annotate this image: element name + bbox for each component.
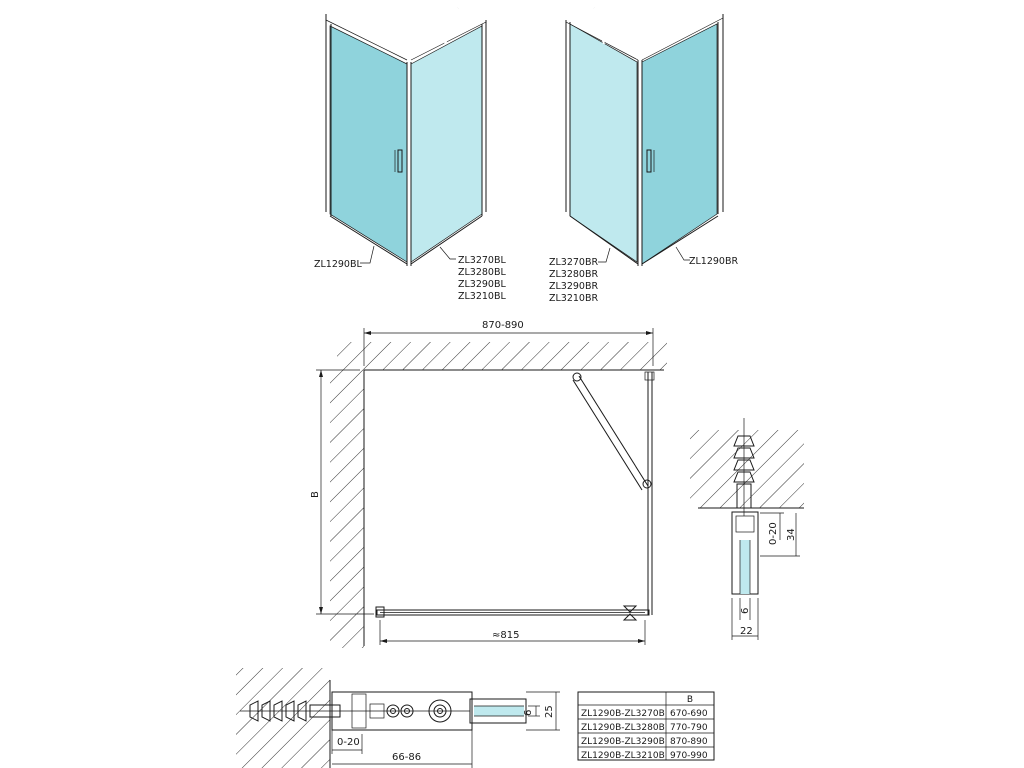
- panel-label: ZL3210BR: [549, 293, 598, 304]
- profile-dim-6: 6: [740, 608, 751, 614]
- table-row-range: 770-790: [670, 723, 708, 733]
- panel-label: ZL3290BR: [549, 281, 598, 292]
- bottom-detail-view: [236, 668, 560, 768]
- panel-label: ZL3280BR: [549, 269, 598, 280]
- panel-labels-left: ZL3270BL ZL3280BL ZL3290BL ZL3210BL: [458, 255, 506, 302]
- door-label-right: ZL1290BR: [689, 256, 738, 267]
- table-row-model: ZL1290B-ZL3280B: [581, 723, 665, 733]
- panel-label: ZL3280BL: [458, 267, 506, 278]
- bottom-dim-adjust: 0-20: [337, 737, 360, 748]
- table-row-range: 870-890: [670, 737, 708, 747]
- leader-lines-left: [360, 245, 456, 264]
- table-row-model: ZL1290B-ZL3210B: [581, 751, 665, 761]
- table-row-model: ZL1290B-ZL3290B: [581, 737, 665, 747]
- plan-view: [316, 328, 667, 648]
- panel-label: ZL3270BR: [549, 257, 598, 268]
- panel-label: ZL3270BL: [458, 255, 506, 266]
- leader-lines-right: [598, 246, 690, 263]
- profile-dim-22: 22: [740, 626, 753, 637]
- bottom-dim-25: 25: [544, 705, 555, 718]
- bottom-dim-range: 66-86: [392, 752, 421, 763]
- panel-labels-right: ZL3270BR ZL3280BR ZL3290BR ZL3210BR: [549, 257, 598, 304]
- profile-dim-adjust: 0-20: [768, 522, 779, 545]
- plan-depth-dim: B: [310, 491, 321, 498]
- profile-detail-view: [690, 418, 804, 640]
- table-header-b: B: [687, 695, 693, 705]
- plan-width-dim: 870-890: [482, 320, 524, 331]
- size-table: [577, 691, 715, 761]
- plan-door-dim: ≈815: [492, 630, 519, 641]
- table-row-model: ZL1290B-ZL3270B: [581, 709, 665, 719]
- panel-label: ZL3210BL: [458, 291, 506, 302]
- profile-dim-34: 34: [786, 528, 797, 541]
- bottom-dim-6: 6: [523, 710, 534, 716]
- table-row-range: 970-990: [670, 751, 708, 761]
- panel-label: ZL3290BL: [458, 279, 506, 290]
- shower-3d-view-right: [565, 7, 724, 266]
- shower-3d-view-left: [325, 7, 487, 266]
- table-row-range: 670-690: [670, 709, 708, 719]
- door-label-left: ZL1290BL: [314, 259, 362, 270]
